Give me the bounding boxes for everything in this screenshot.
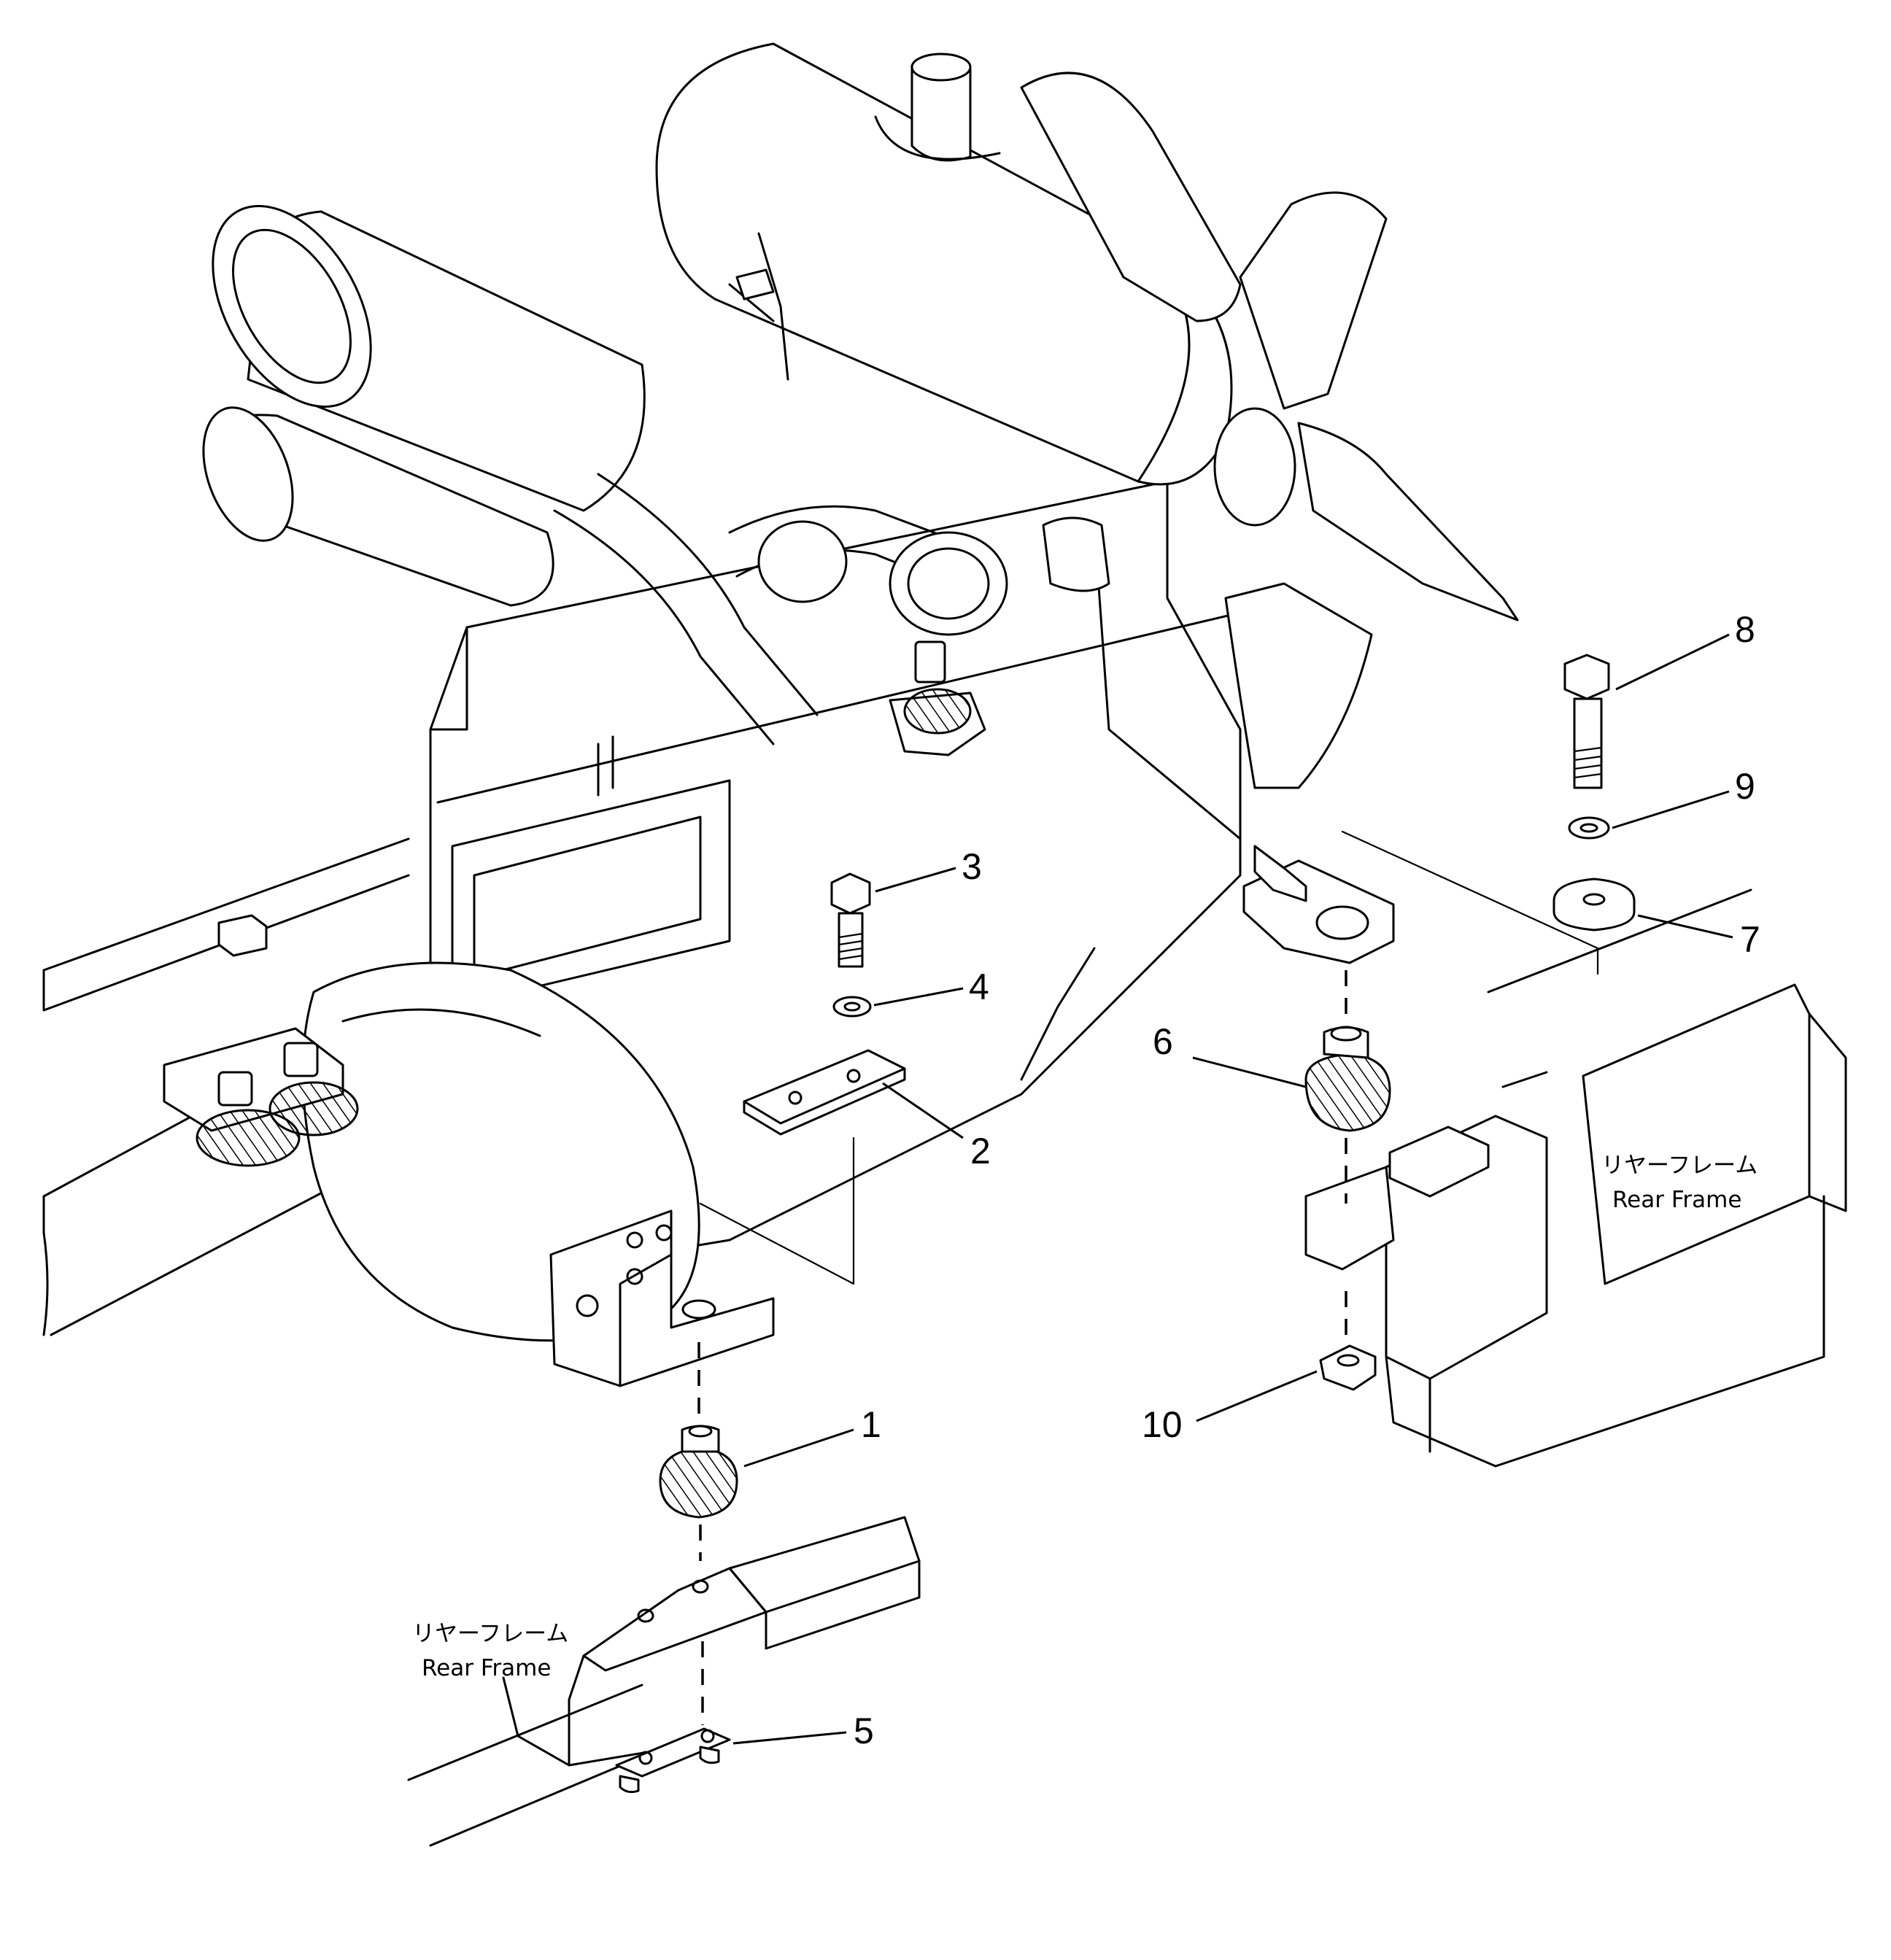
right-engine-foot — [1242, 830, 1599, 975]
callout-5: 5 — [854, 1711, 874, 1751]
frame-label-left-en: Rear Frame — [422, 1655, 551, 1681]
engine-assembly — [42, 42, 1519, 1342]
frame-label-right-en: Rear Frame — [1612, 1187, 1741, 1213]
left-mount-bracket — [549, 1136, 855, 1387]
part-5-nut-plate — [615, 1727, 731, 1794]
callout-8: 8 — [1735, 609, 1755, 650]
callout-6: 6 — [1153, 1021, 1173, 1062]
part-4-washer — [832, 996, 872, 1018]
part-9-washer — [1568, 816, 1610, 840]
part-8-bolt — [1563, 654, 1610, 789]
left-rear-frame — [407, 1516, 921, 1847]
part-2-plate — [743, 1049, 906, 1136]
assembly-lines — [697, 970, 1347, 1725]
frame-label-left: リヤーフレーム Rear Frame — [412, 1621, 568, 1681]
frame-label-right-jp: リヤーフレーム — [1601, 1153, 1757, 1179]
frame-label-right: リヤーフレーム Rear Frame — [1601, 1153, 1757, 1213]
callout-3: 3 — [962, 846, 982, 887]
leader-lines — [732, 633, 1733, 1745]
callout-numbers: 1 2 3 4 5 6 7 8 9 10 — [854, 609, 1760, 1751]
part-10-nut — [1319, 1344, 1377, 1391]
callout-7: 7 — [1740, 919, 1760, 960]
part-6-rubber-mount — [1304, 1026, 1391, 1132]
callout-2: 2 — [970, 1131, 991, 1171]
callout-4: 4 — [969, 967, 989, 1007]
frame-label-left-jp: リヤーフレーム — [412, 1621, 568, 1647]
part-1-rubber-mount — [659, 1425, 738, 1519]
callout-9: 9 — [1735, 766, 1755, 807]
callout-1: 1 — [861, 1404, 881, 1445]
right-rear-frame — [1304, 888, 1847, 1468]
callout-10: 10 — [1142, 1404, 1183, 1445]
part-7-washer — [1552, 878, 1636, 931]
part-3-bolt — [830, 872, 871, 968]
